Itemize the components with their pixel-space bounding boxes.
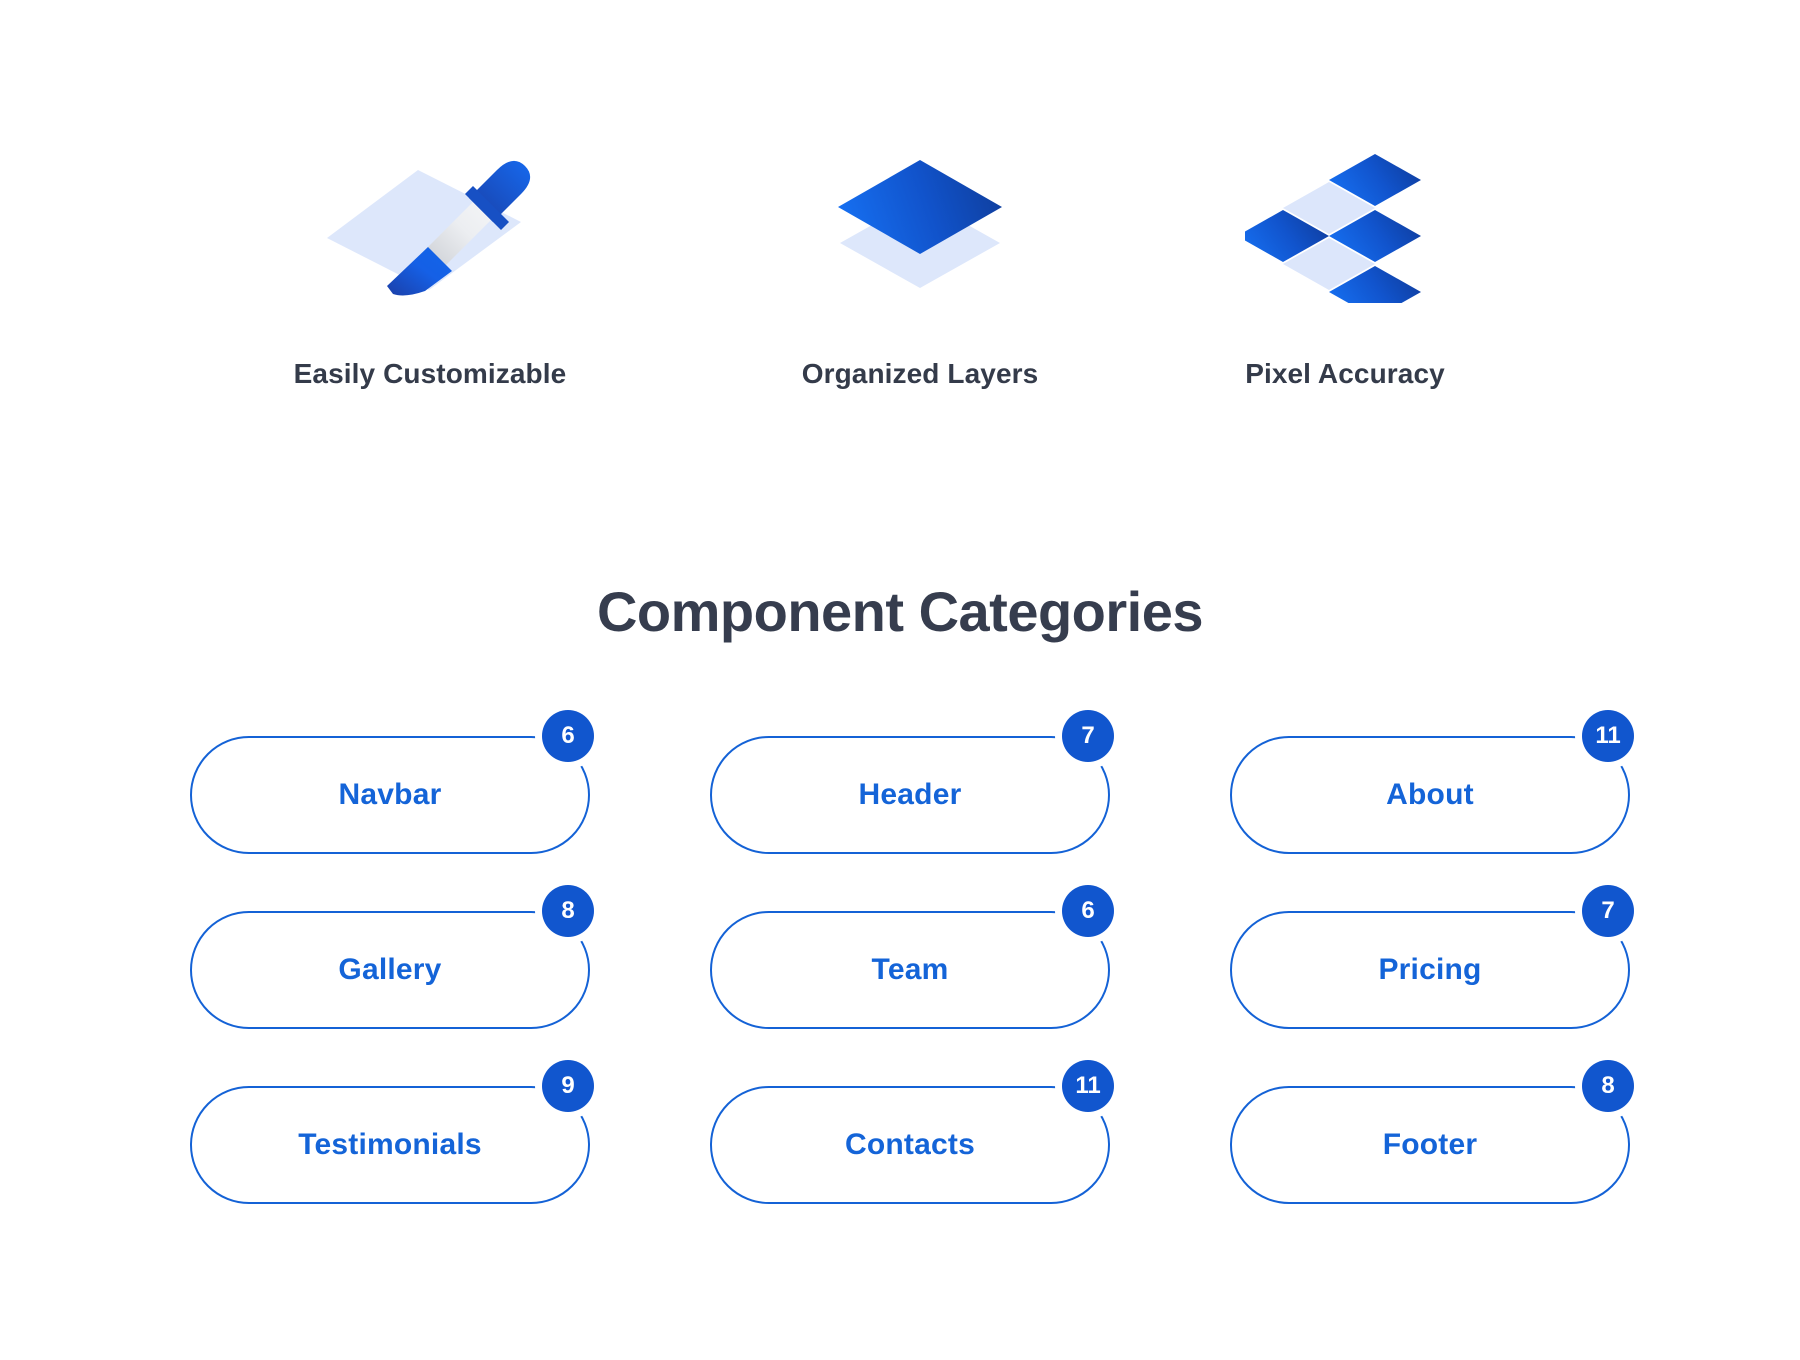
category-pill-pricing[interactable]: Pricing 7	[1230, 885, 1634, 1029]
category-label: Gallery	[338, 953, 442, 986]
category-pill-testimonials[interactable]: Testimonials 9	[190, 1060, 594, 1204]
pill-outline	[1230, 736, 1630, 854]
category-count-badge: 9	[542, 1060, 594, 1112]
pill-outline	[190, 736, 590, 854]
category-label: Footer	[1382, 1128, 1478, 1161]
category-label: About	[1386, 778, 1474, 811]
pill-outline	[190, 911, 590, 1029]
eyedropper-icon	[315, 120, 545, 320]
feature-label: Easily Customizable	[293, 358, 567, 389]
category-label: Pricing	[1378, 953, 1482, 986]
feature-pixel-accuracy: Pixel Accuracy	[1130, 120, 1560, 390]
category-pill-gallery[interactable]: Gallery 8	[190, 885, 594, 1029]
features-row: Easily Customizable Organized Layers	[0, 120, 1800, 390]
category-pill-team[interactable]: Team 6	[710, 885, 1114, 1029]
category-pill-header[interactable]: Header 7	[710, 710, 1114, 854]
category-label: Header	[858, 778, 962, 811]
category-count-badge: 11	[1062, 1060, 1114, 1112]
category-label: Contacts	[845, 1128, 975, 1161]
feature-easily-customizable: Easily Customizable	[150, 120, 710, 390]
category-pill-about[interactable]: About 11	[1230, 710, 1634, 854]
category-count-badge: 8	[1582, 1060, 1634, 1112]
page-title: Component Categories	[596, 579, 1204, 643]
pill-outline	[710, 911, 1110, 1029]
pill-outline	[1230, 911, 1630, 1029]
category-count-badge: 11	[1582, 710, 1634, 762]
layers-icon	[820, 120, 1020, 320]
pill-outline	[190, 1086, 590, 1204]
category-pill-footer[interactable]: Footer 8	[1230, 1060, 1634, 1204]
category-count-badge: 7	[1062, 710, 1114, 762]
category-label: Team	[871, 953, 949, 986]
pill-outline	[710, 1086, 1110, 1204]
component-categories-grid: Navbar 6 Header 7 About 11 Gallery 8 Tea…	[190, 710, 1634, 1204]
category-count-badge: 6	[1062, 885, 1114, 937]
feature-label: Organized Layers	[801, 358, 1039, 389]
category-pill-contacts[interactable]: Contacts 11	[710, 1060, 1114, 1204]
category-label: Navbar	[338, 778, 442, 811]
pill-outline	[1230, 1086, 1630, 1204]
pill-outline	[710, 736, 1110, 854]
category-pill-navbar[interactable]: Navbar 6	[190, 710, 594, 854]
category-label: Testimonials	[298, 1128, 482, 1161]
category-count-badge: 7	[1582, 885, 1634, 937]
feature-label: Pixel Accuracy	[1245, 358, 1445, 389]
feature-organized-layers: Organized Layers	[710, 120, 1130, 390]
category-count-badge: 6	[542, 710, 594, 762]
pixel-grid-icon	[1245, 120, 1445, 320]
category-count-badge: 8	[542, 885, 594, 937]
